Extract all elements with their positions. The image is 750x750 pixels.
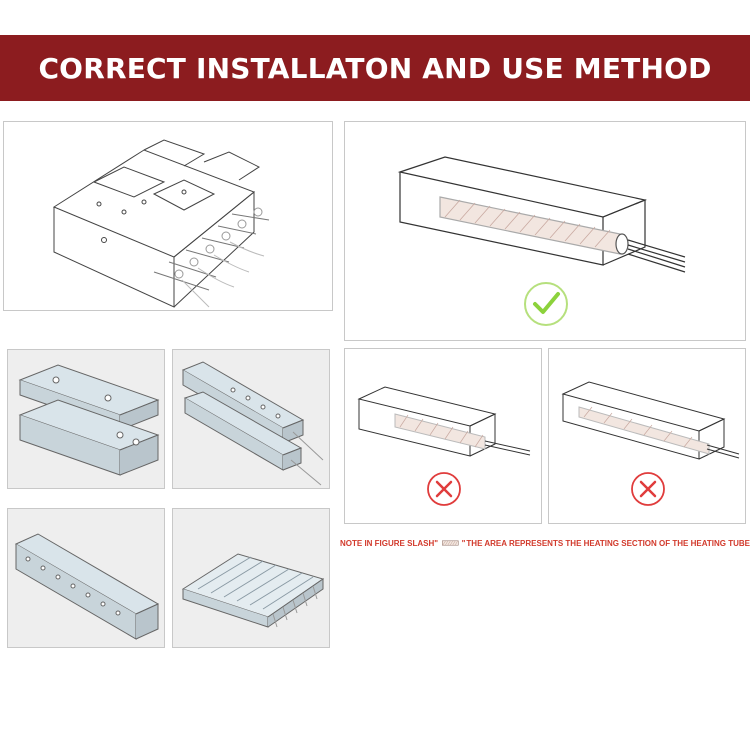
correct-installation-panel [344, 121, 746, 341]
cross-icon [631, 472, 665, 506]
note-prefix: NOTE IN FIGURE SLASH [340, 538, 435, 548]
slash-swatch-icon [442, 540, 459, 546]
title-banner: CORRECT INSTALLATON AND USE METHOD [0, 35, 750, 101]
perforated-block-image [7, 508, 165, 648]
mold-installation-image [3, 121, 333, 311]
note-suffix: THE AREA REPRESENTS THE HEATING SECTION … [466, 538, 750, 548]
rod-blocks-image [172, 349, 330, 489]
legend-note: NOTE IN FIGURE SLASH" "THE AREA REPRESEN… [340, 538, 750, 548]
page-title: CORRECT INSTALLATON AND USE METHOD [38, 51, 712, 85]
check-icon [524, 282, 568, 326]
tube-plate-image [172, 508, 330, 648]
mold-halves-image [7, 349, 165, 489]
incorrect-installation-panel-1 [344, 348, 542, 524]
incorrect-installation-panel-2 [548, 348, 746, 524]
cross-icon [427, 472, 461, 506]
